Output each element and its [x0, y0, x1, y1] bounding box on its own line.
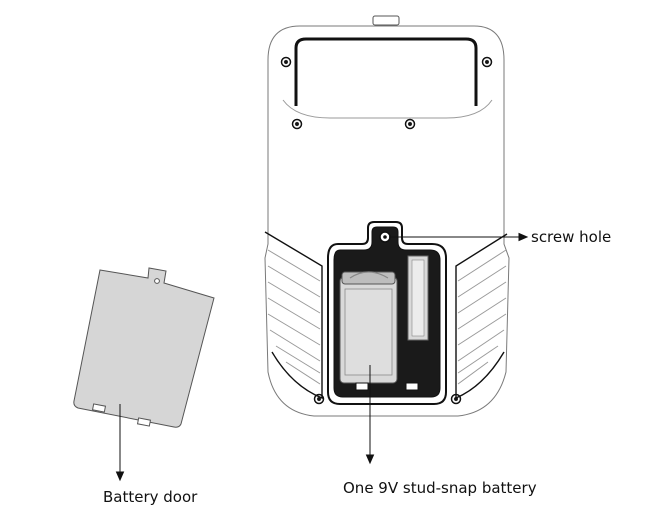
battery-door	[73, 267, 215, 428]
battery-arrowhead	[365, 454, 375, 465]
left-grip	[264, 231, 323, 400]
compartment-tab-left	[355, 382, 369, 391]
battery-door-panel	[73, 267, 215, 428]
battery-label: One 9V stud-snap battery	[343, 479, 537, 497]
screw-mid-right	[404, 118, 416, 130]
battery-wires	[349, 271, 389, 279]
display-frame	[294, 37, 478, 106]
screw-bottom-left	[313, 393, 325, 405]
battery-inner-panel	[344, 288, 393, 376]
battery-compartment	[327, 221, 447, 405]
screw-hole-label: screw hole	[531, 228, 612, 246]
screw-top-right	[481, 56, 493, 68]
side-slot-inner	[411, 259, 425, 337]
compartment-tab-right	[405, 382, 419, 391]
battery-door-tab-right	[136, 417, 152, 427]
top-clip	[372, 15, 400, 26]
screw-top-left	[280, 56, 292, 68]
screw-hole-arrowhead	[518, 232, 529, 242]
battery-door-hole	[154, 278, 160, 284]
right-grip	[455, 233, 508, 400]
battery-door-tab-left	[91, 403, 107, 413]
battery-door-label: Battery door	[103, 488, 198, 506]
callout-arrows	[115, 232, 529, 482]
upper-bezel	[282, 99, 493, 119]
door-arrowhead	[115, 471, 125, 482]
screw-hole	[379, 231, 391, 243]
screw-mid-left	[291, 118, 303, 130]
